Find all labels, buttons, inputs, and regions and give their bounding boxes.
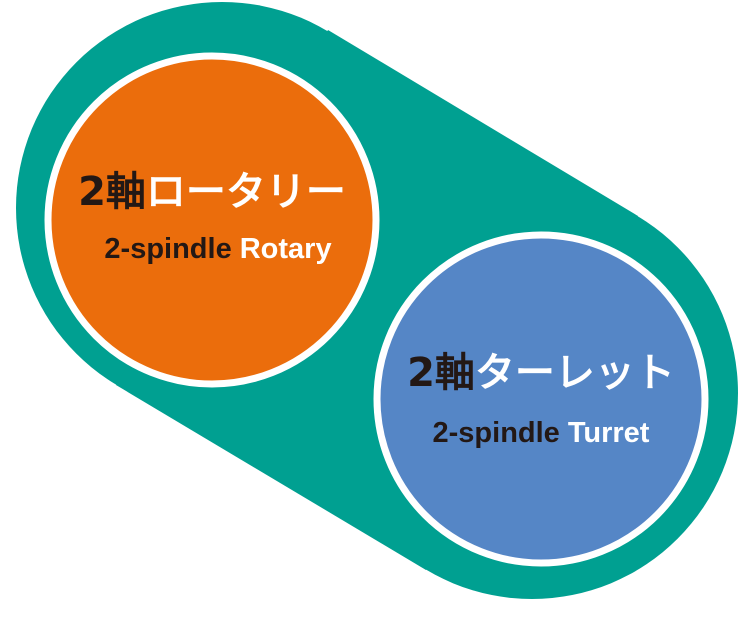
rotary-jp-prefix: 2軸 [78, 169, 146, 215]
turret-jp-prefix: 2軸 [407, 350, 475, 396]
rotary-circle [44, 52, 380, 388]
turret-en-prefix: 2-spindle [433, 417, 560, 449]
turret-circle [373, 231, 709, 567]
turret-jp-label: 2軸ターレット [407, 350, 675, 396]
rotary-jp-label: 2軸ロータリー [78, 169, 346, 215]
rotary-en-main: Rotary [240, 233, 332, 265]
turret-en-main: Turret [568, 417, 650, 449]
capsule-band [116, 30, 638, 570]
rotary-jp-main: ロータリー [146, 169, 346, 215]
rotary-en-label: 2-spindle Rotary [104, 233, 331, 265]
rotary-en-prefix: 2-spindle [104, 233, 231, 265]
turret-jp-main: ターレット [475, 350, 675, 396]
